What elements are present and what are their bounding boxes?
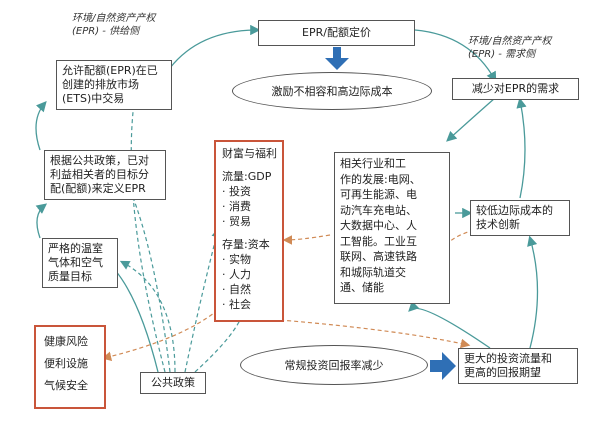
blue-arrow-down-icon [325, 47, 349, 70]
incentive-ellipse: 激励不相容和高边际成本 [232, 72, 432, 110]
risks-box: 健康风险 便利设施 气候安全 [34, 325, 106, 409]
bigger-investment-box: 更大的投资流量和 更高的回报期望 [458, 348, 578, 384]
ghg-targets-box: 严格的温室 气体和空气 质量目标 [42, 238, 118, 288]
wealth-welfare-box: 财富与福利 流量:GDP · 投资 · 消费 · 贸易 存量:资本 · 实物 ·… [214, 140, 284, 322]
reduce-demand-box: 减少对EPR的需求 [452, 78, 579, 100]
epr-pricing-box: EPR/配额定价 [258, 20, 415, 46]
policy-definition-box: 根据公共政策，已对 利益相关者的目标分 配(配额)来定义EPR [44, 150, 166, 200]
supply-side-title: 环境/自然资产产权 (EPR) - 供给侧 [72, 13, 156, 37]
returns-reduce-ellipse: 常规投资回报率减少 [240, 345, 428, 385]
demand-side-title: 环境/自然资产产权 (EPR) - 需求侧 [468, 36, 552, 60]
arrow-ets-to-pricing [169, 24, 261, 69]
innovation-box: 较低边际成本的 技术创新 [470, 200, 570, 236]
ets-box: 允许配额(EPR)在已 创建的排放市场 (ETS)中交易 [56, 60, 172, 110]
blue-arrow-right-icon [430, 352, 456, 380]
industry-development-box: 相关行业和工 作的发展:电网、 可再生能源、电 动汽车充电站、 大数据中心、人 … [334, 152, 450, 304]
public-policy-box: 公共政策 [140, 372, 206, 394]
arrow-pricing-to-demand [414, 29, 497, 83]
